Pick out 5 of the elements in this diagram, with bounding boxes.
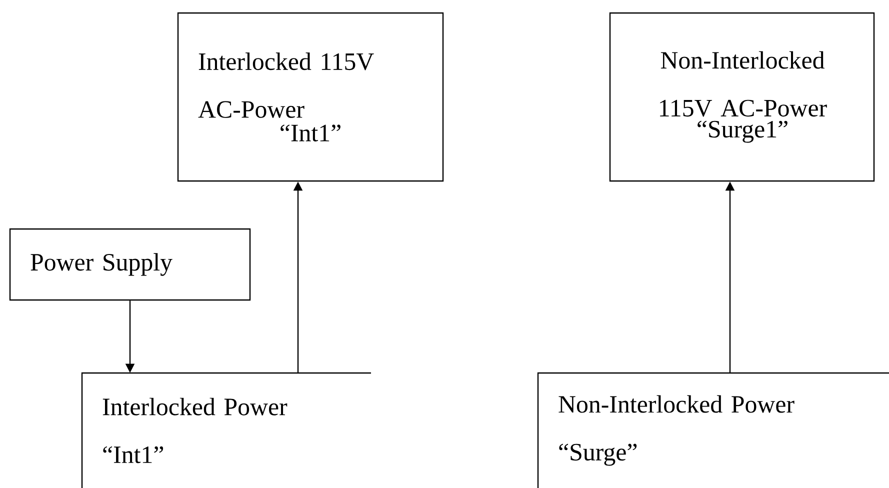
process-box: Non-Interlocked Power “Surge” [537,372,889,488]
process-box: Interlocked Power “Int1” [81,372,371,488]
process-box: Interlocked 115V AC-Power “Int1” [177,12,444,182]
process-box: Power Supply [9,228,251,301]
process-box: Non-Interlocked 115V AC-Power “Surge1” [609,12,875,182]
